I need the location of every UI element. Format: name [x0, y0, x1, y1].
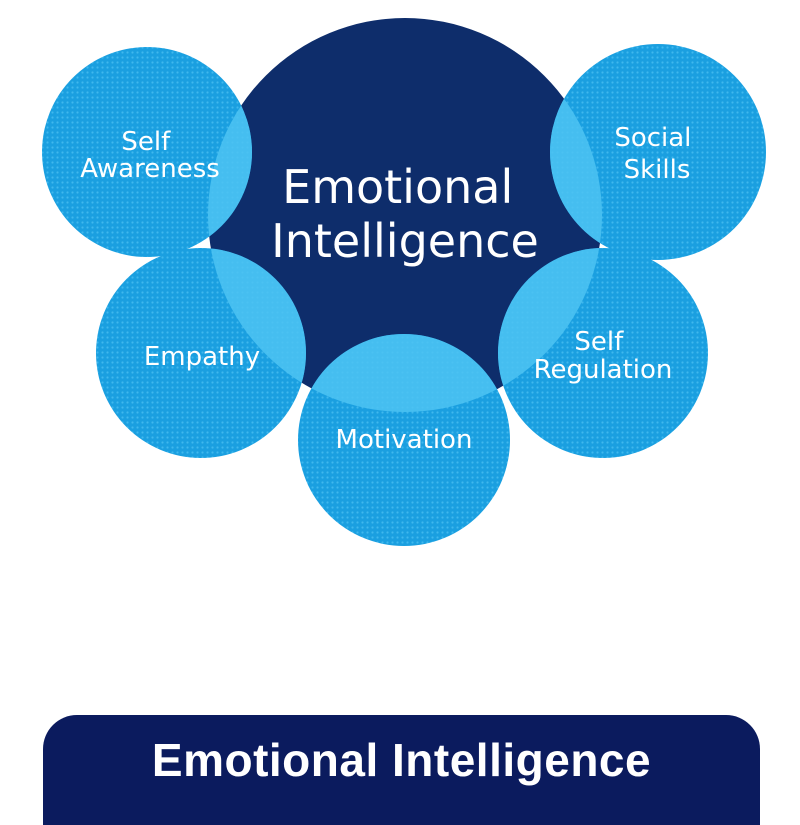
banner-title: Emotional Intelligence	[151, 734, 652, 786]
svg-text:Empathy: Empathy	[144, 342, 260, 372]
self-awareness-label-line1: Self	[121, 127, 171, 157]
bubble-social-skills	[550, 44, 766, 260]
motivation-label: Motivation	[336, 425, 473, 455]
emotional-intelligence-diagram: Emotional Intelligence Self Awareness So…	[42, 18, 766, 546]
svg-text:Motivation: Motivation	[336, 425, 473, 455]
svg-text:Self Regulation: Self Regulation	[534, 327, 673, 385]
self-awareness-label-line2: Awareness	[80, 154, 220, 184]
center-label-line2: Intelligence	[271, 214, 539, 268]
social-skills-label-line2: Skills	[624, 155, 691, 185]
center-circle	[208, 18, 602, 412]
social-skills-label-line1: Social	[614, 123, 691, 153]
bubble-self-awareness	[42, 47, 252, 257]
svg-text:Social Skills: Social Skills	[614, 123, 699, 185]
center-label-line1: Emotional	[282, 160, 513, 214]
self-regulation-label-line2: Regulation	[534, 355, 673, 385]
title-banner: Emotional Intelligence	[43, 715, 760, 825]
svg-text:Emotional Intelligence: Emotional Intelligence	[271, 160, 539, 268]
self-regulation-label-line1: Self	[574, 327, 624, 357]
empathy-label: Empathy	[144, 342, 260, 372]
svg-text:Self Awareness: Self Awareness	[80, 127, 220, 184]
